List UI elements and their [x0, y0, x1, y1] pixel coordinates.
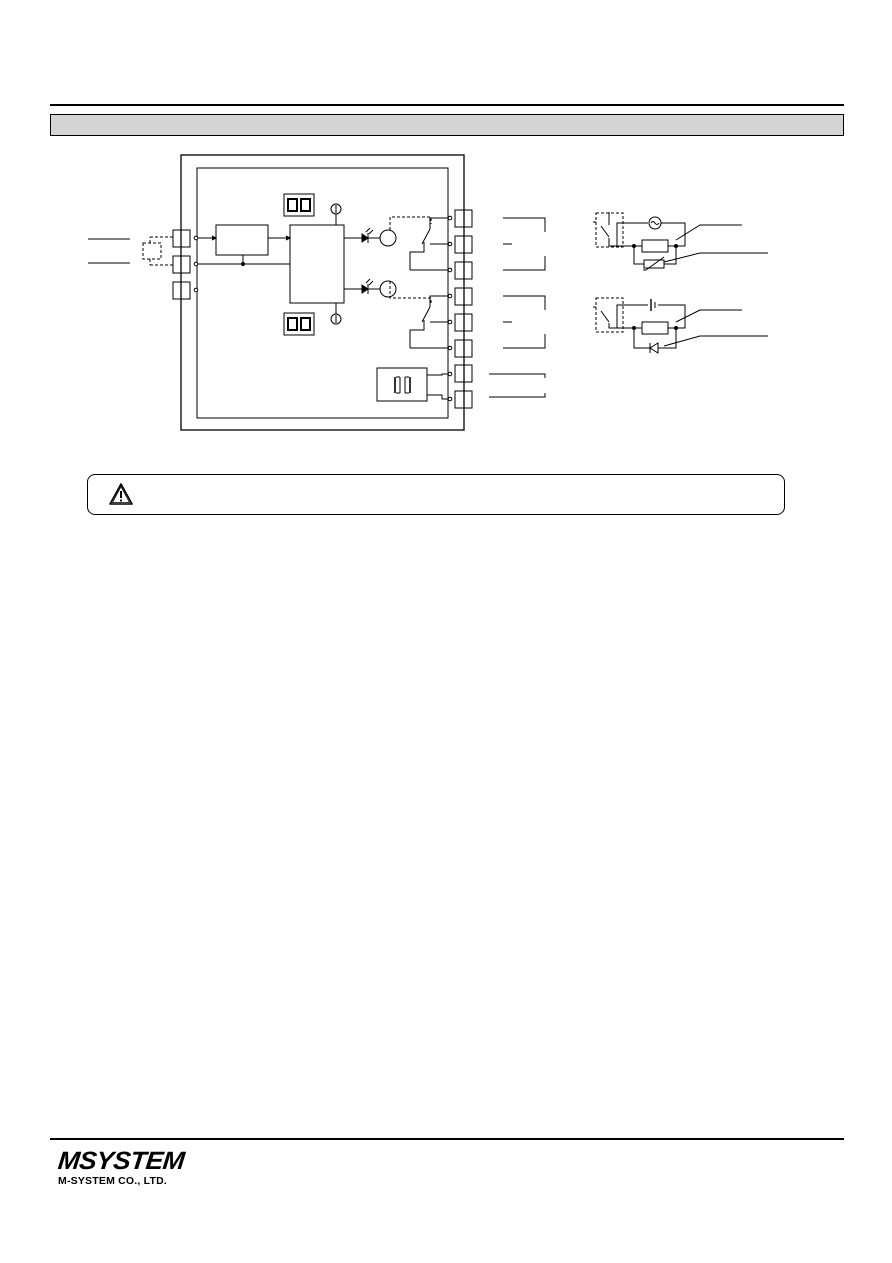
- load-resistor: [641, 321, 669, 335]
- dc-source-icon: [650, 299, 656, 311]
- signal-conditioner-block: [215, 224, 269, 256]
- output-terminal-6: [454, 339, 473, 358]
- caution-notice: [87, 474, 785, 515]
- potentiometer-icon: [330, 303, 342, 325]
- input-terminal-2: [172, 255, 191, 274]
- header-rule: [50, 104, 844, 106]
- output-terminal-5: [454, 313, 473, 332]
- sensor-dashed-box: [142, 242, 162, 260]
- led-icon: [361, 278, 374, 294]
- diode-icon: [649, 342, 659, 354]
- relay-coil-icon: [379, 280, 397, 298]
- power-terminal-1: [454, 364, 473, 383]
- warning-triangle-icon: [109, 483, 133, 505]
- output-terminal-2: [454, 235, 473, 254]
- output-terminal-1: [454, 209, 473, 228]
- output-terminal-4: [454, 287, 473, 306]
- led-icon: [361, 227, 374, 243]
- load-resistor: [641, 239, 669, 253]
- housing-outer: [180, 154, 465, 431]
- varistor-icon: [643, 256, 665, 271]
- company-name: M-SYSTEM CO., LTD.: [58, 1175, 167, 1187]
- processor-block: [289, 224, 345, 304]
- output-terminal-3: [454, 261, 473, 280]
- dip-switch-icon: [283, 193, 315, 217]
- potentiometer-icon: [330, 203, 342, 225]
- dip-switch-icon: [283, 312, 315, 336]
- housing-inner: [196, 167, 449, 419]
- ac-source-icon: [648, 216, 662, 230]
- section-title-bar: [50, 114, 844, 136]
- footer-rule: [50, 1138, 844, 1140]
- brand-logo: MSYSTEM M-SYSTEM CO., LTD.: [57, 1147, 186, 1187]
- logo-mark: MSYSTEM: [56, 1147, 186, 1175]
- power-terminal-2: [454, 390, 473, 409]
- transformer-icon: [376, 367, 428, 402]
- input-terminal-1: [172, 229, 191, 248]
- block-diagram: [88, 154, 768, 431]
- input-terminal-3: [172, 281, 191, 300]
- relay-coil-icon: [379, 229, 397, 247]
